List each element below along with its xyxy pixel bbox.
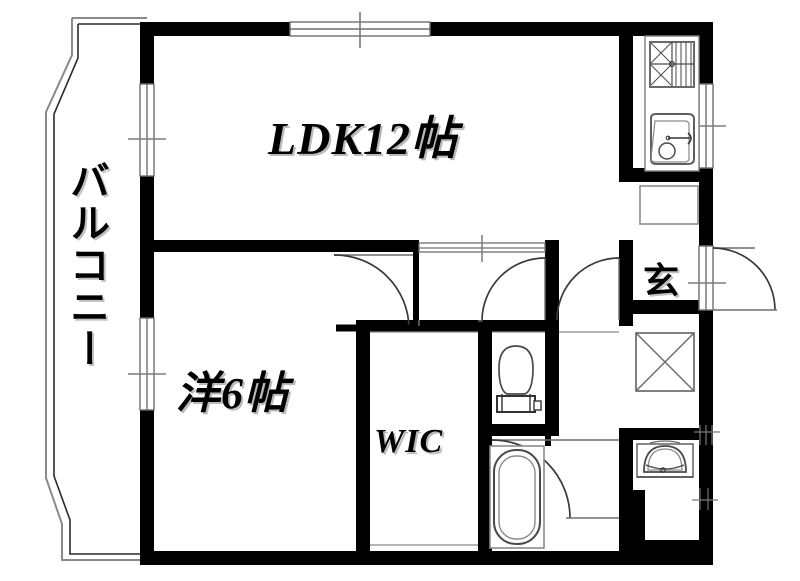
exterior-walls <box>140 22 713 565</box>
bathtub <box>489 445 545 549</box>
entrance-step-marks <box>692 488 718 510</box>
detail-lines <box>370 320 619 546</box>
entrance-door <box>712 247 777 311</box>
door-swings <box>333 247 777 519</box>
shoe-closet <box>635 332 695 392</box>
wic-door <box>478 257 546 322</box>
balcony-outline <box>45 17 147 561</box>
kitchen-sink <box>650 113 695 165</box>
gas-range <box>649 41 695 88</box>
storage-closet <box>639 185 699 225</box>
bedroom-door <box>333 254 413 332</box>
toilet <box>496 345 542 413</box>
kitchen-area <box>639 35 700 225</box>
bedroom-balcony-window <box>128 317 166 411</box>
pipe-shaft-marks <box>694 425 720 445</box>
entrance-door-frame <box>688 245 726 311</box>
kitchen-window <box>688 83 726 169</box>
ldk-top-window <box>289 12 431 48</box>
washbasin <box>636 440 694 478</box>
window-symbols <box>128 12 726 510</box>
interior-walls <box>140 36 713 551</box>
bath-door <box>491 439 619 519</box>
ldk-balcony-window <box>128 83 166 177</box>
hall-sliding-door <box>418 235 546 262</box>
washroom-door <box>556 257 620 321</box>
